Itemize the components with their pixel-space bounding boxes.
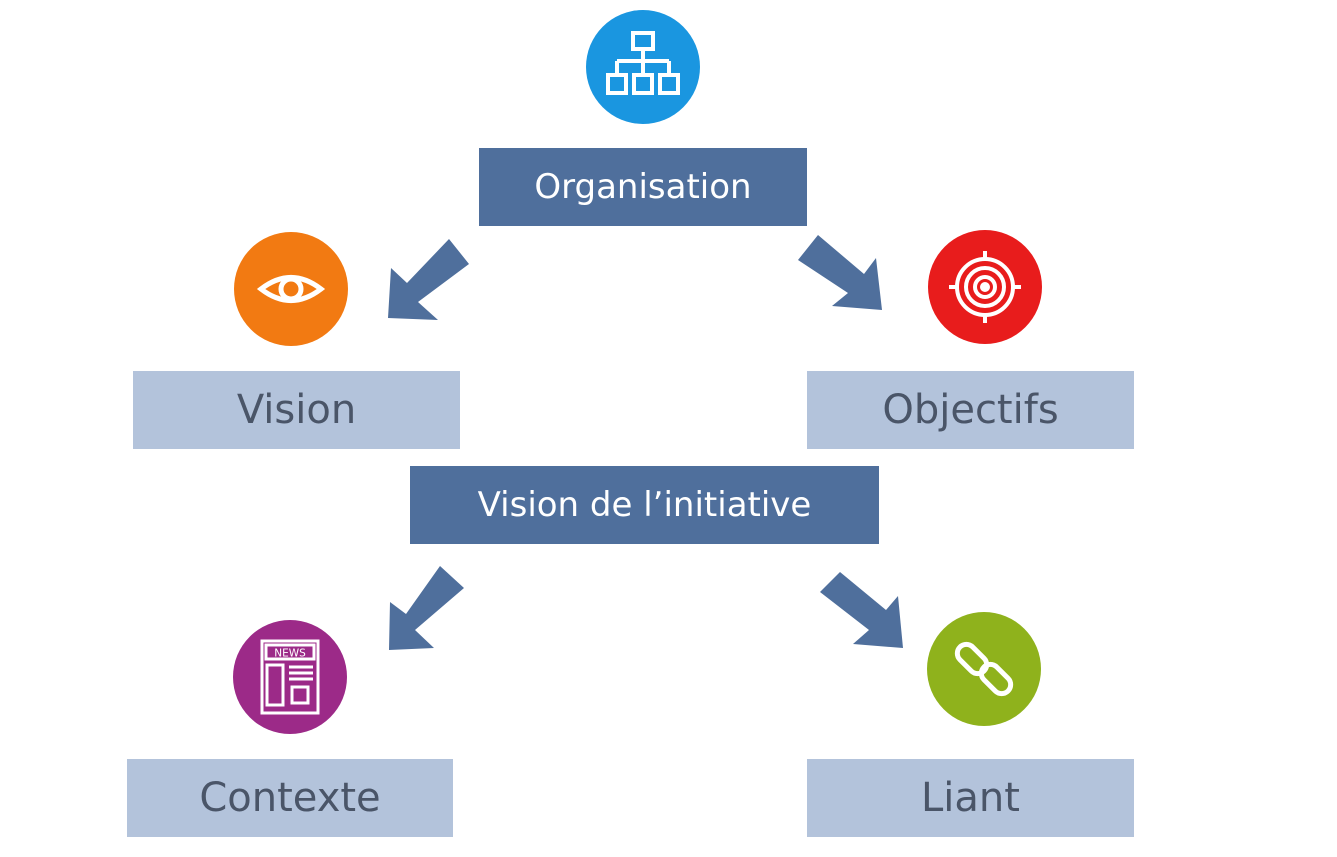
contexte-box: Contexte — [127, 759, 453, 837]
contexte-icon-circle: NEWS — [233, 620, 347, 734]
vision-initiative-box: Vision de l’initiative — [410, 466, 879, 544]
eye-icon — [256, 275, 326, 303]
arrow-to-liant — [820, 572, 903, 648]
organisation-icon-circle — [586, 10, 700, 124]
vision-label: Vision — [236, 387, 357, 433]
liant-icon-circle — [927, 612, 1041, 726]
vision-initiative-label: Vision de l’initiative — [477, 485, 812, 525]
liant-box: Liant — [807, 759, 1134, 837]
arrow-to-objectifs — [798, 235, 882, 310]
org-chart-icon — [606, 31, 680, 95]
objectifs-box: Objectifs — [807, 371, 1134, 449]
objectifs-icon-circle — [928, 230, 1042, 344]
arrow-to-vision — [388, 239, 469, 320]
chain-link-icon — [954, 641, 1014, 697]
vision-box: Vision — [133, 371, 460, 449]
vision-icon-circle — [234, 232, 348, 346]
newspaper-icon: NEWS — [260, 639, 320, 715]
target-icon — [949, 251, 1021, 323]
organisation-box: Organisation — [479, 148, 807, 226]
liant-label: Liant — [921, 775, 1020, 821]
organisation-label: Organisation — [534, 167, 752, 207]
contexte-label: Contexte — [199, 775, 381, 821]
objectifs-label: Objectifs — [882, 387, 1059, 433]
arrow-to-contexte — [389, 566, 464, 650]
newspaper-icon-text: NEWS — [274, 648, 306, 660]
